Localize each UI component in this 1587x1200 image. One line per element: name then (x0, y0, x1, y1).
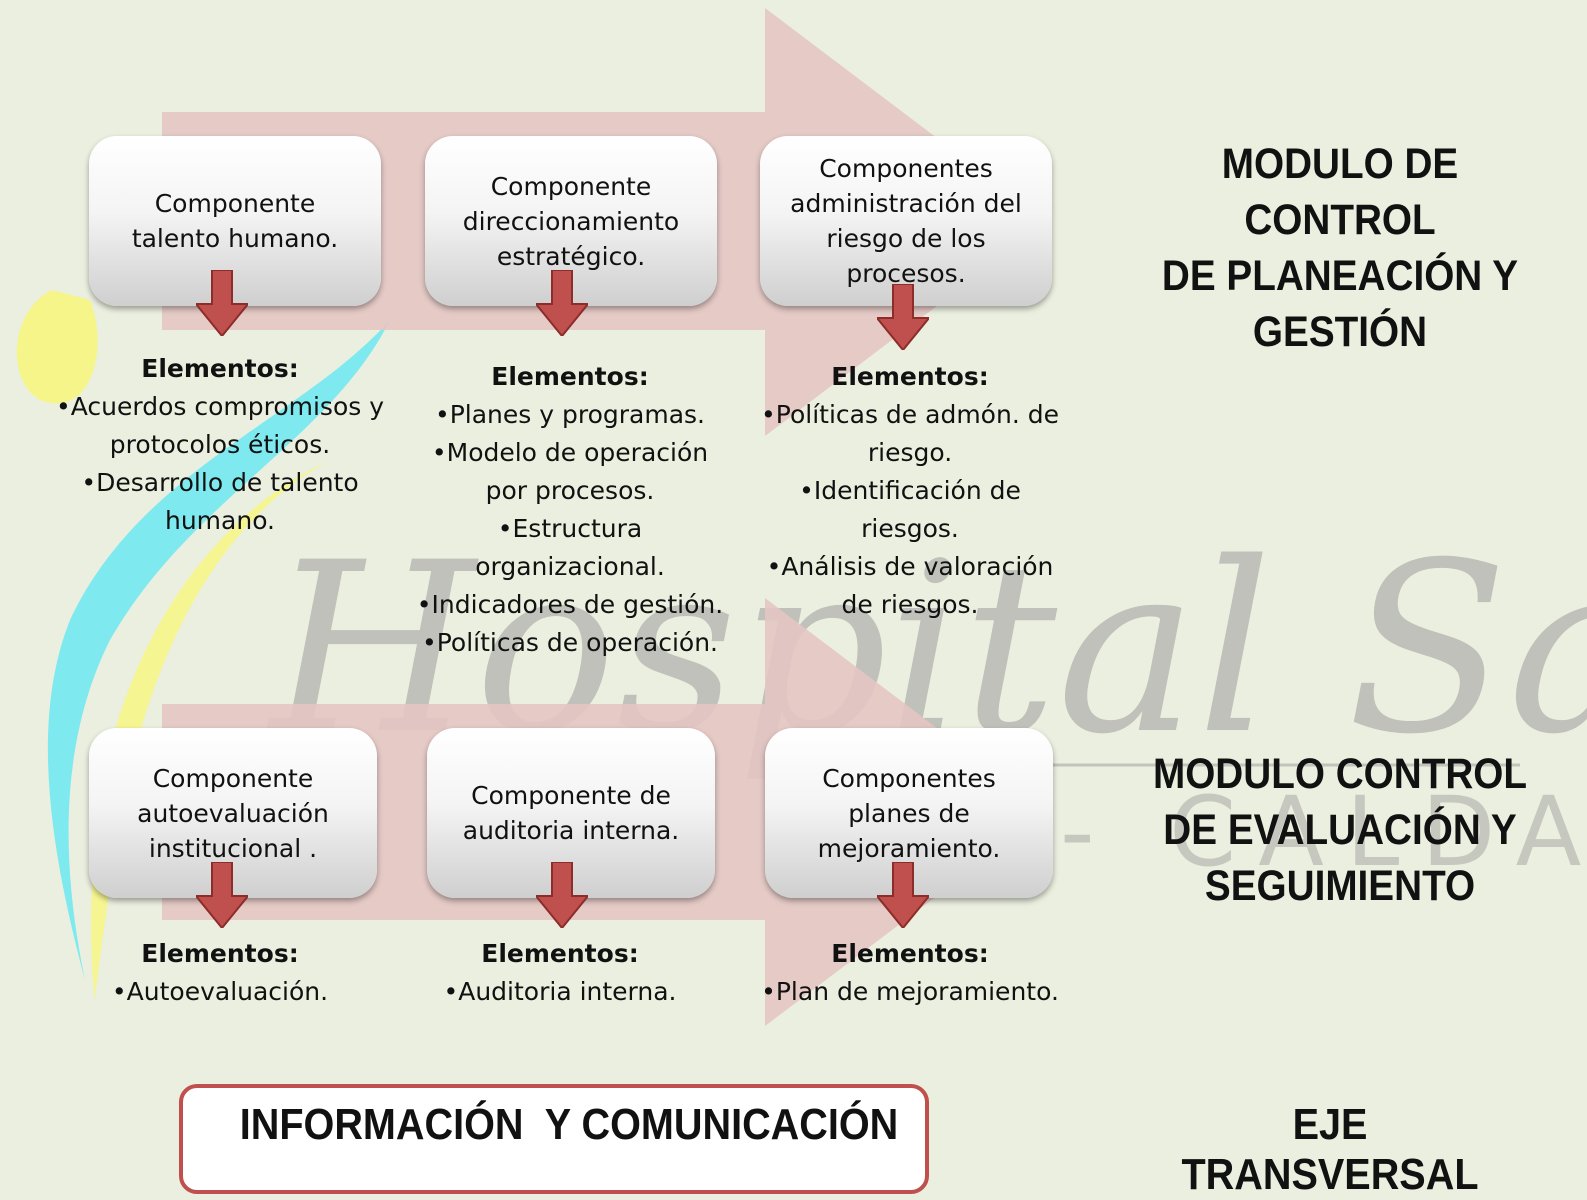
module-title-planeacion-gestion: MODULO DE CONTROL DE PLANEACIÓN Y GESTIÓ… (1161, 140, 1519, 356)
list-item: •Identificación de riesgos. (799, 476, 1021, 543)
elements-talento-humano: Elementos: •Acuerdos compromisos y proto… (40, 350, 400, 540)
component-talento-humano: Componente talento humano. (89, 136, 381, 306)
info-communication-label: INFORMACIÓN Y COMUNICACIÓN (239, 1100, 899, 1149)
elements-header: Elementos: (141, 354, 299, 383)
list-item: •Indicadores de gestión. (416, 590, 724, 619)
component-planes-mejoramiento: Componentes planes de mejoramiento. (765, 728, 1053, 898)
list-item: •Auditoria interna. (443, 977, 677, 1006)
list-item: •Acuerdos compromisos y protocolos ético… (55, 392, 385, 459)
down-arrow-icon (877, 862, 929, 928)
component-administracion-riesgo: Componentes administración del riesgo de… (760, 136, 1052, 306)
elements-planes-mejoramiento: Elementos: •Plan de mejoramiento. (745, 935, 1075, 1011)
list-item: •Plan de mejoramiento. (761, 977, 1059, 1006)
module-title-evaluacion-seguimiento: MODULO CONTROL DE EVALUACIÓN Y SEGUIMIEN… (1152, 750, 1528, 910)
logo-swoosh-yellow (16, 290, 98, 404)
down-arrow-icon (536, 270, 588, 336)
list-item: •Políticas de admón. de riesgo. (761, 400, 1059, 467)
elements-header: Elementos: (141, 939, 299, 968)
elements-auditoria-interna: Elementos: •Auditoria interna. (410, 935, 710, 1011)
list-item: •Desarrollo de talento humano. (81, 468, 359, 535)
elements-autoevaluacion: Elementos: •Autoevaluación. (70, 935, 370, 1011)
list-item: •Autoevaluación. (111, 977, 329, 1006)
list-item: •Modelo de operación por procesos. (431, 438, 709, 505)
list-item: •Estructura organizacional. (475, 514, 665, 581)
elements-header: Elementos: (831, 939, 989, 968)
down-arrow-icon (536, 862, 588, 928)
watermark-location: - CALDAS (1060, 776, 1587, 888)
list-item: •Análisis de valoración de riesgos. (766, 552, 1054, 619)
down-arrow-icon (196, 862, 248, 928)
down-arrow-icon (196, 270, 248, 336)
list-item: •Planes y programas. (434, 400, 706, 429)
down-arrow-icon (877, 284, 929, 350)
elements-header: Elementos: (831, 362, 989, 391)
elements-header: Elementos: (481, 939, 639, 968)
elements-administracion-riesgo: Elementos: •Políticas de admón. de riesg… (740, 358, 1080, 624)
transversal-axis-label: EJE TRANSVERSAL (1181, 1100, 1479, 1199)
list-item: •Políticas de operación. (421, 628, 719, 657)
elements-direccionamiento-estrategico: Elementos: •Planes y programas. •Modelo … (400, 358, 740, 662)
elements-header: Elementos: (491, 362, 649, 391)
component-autoevaluacion-institucional: Componente autoevaluación institucional … (89, 728, 377, 898)
